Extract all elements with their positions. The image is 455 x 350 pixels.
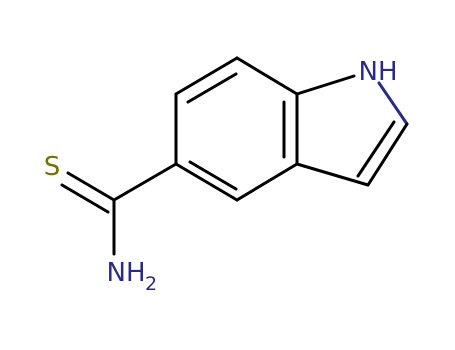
double-bond-inner-c1-c6 — [186, 72, 238, 104]
double-bond-inner-c4-c5 — [188, 160, 238, 191]
bond-c6-c1 — [174, 56, 239, 96]
benzene-ring — [174, 56, 299, 202]
bond-c4-c5 — [174, 162, 239, 202]
double-bond-c9-s-b — [60, 183, 110, 214]
bond-c5-c9 — [112, 162, 178, 202]
pyrrole-ring — [295, 74, 409, 187]
bond-n1-c7 — [377, 81, 409, 126]
atom-label-nh-ring: NH — [359, 57, 398, 87]
bond-c1-c2 — [235, 56, 299, 96]
atom-label-amine: NH 2 — [107, 258, 158, 295]
sulfur-label: S — [44, 152, 61, 182]
bond-c7-c8 — [366, 122, 409, 187]
nh-ring-label: NH — [359, 57, 398, 87]
amine-subscript: 2 — [145, 273, 157, 295]
thioamide-group — [60, 162, 178, 256]
atom-label-sulfur: S — [44, 152, 61, 182]
bond-c3-c4 — [235, 162, 299, 202]
amine-label: NH — [107, 258, 146, 288]
bond-c2-n1 — [295, 74, 356, 96]
bond-c8-c3 — [295, 162, 370, 187]
double-bond-c9-s-a — [66, 171, 116, 202]
double-bond-c7-c8 — [356, 120, 396, 178]
